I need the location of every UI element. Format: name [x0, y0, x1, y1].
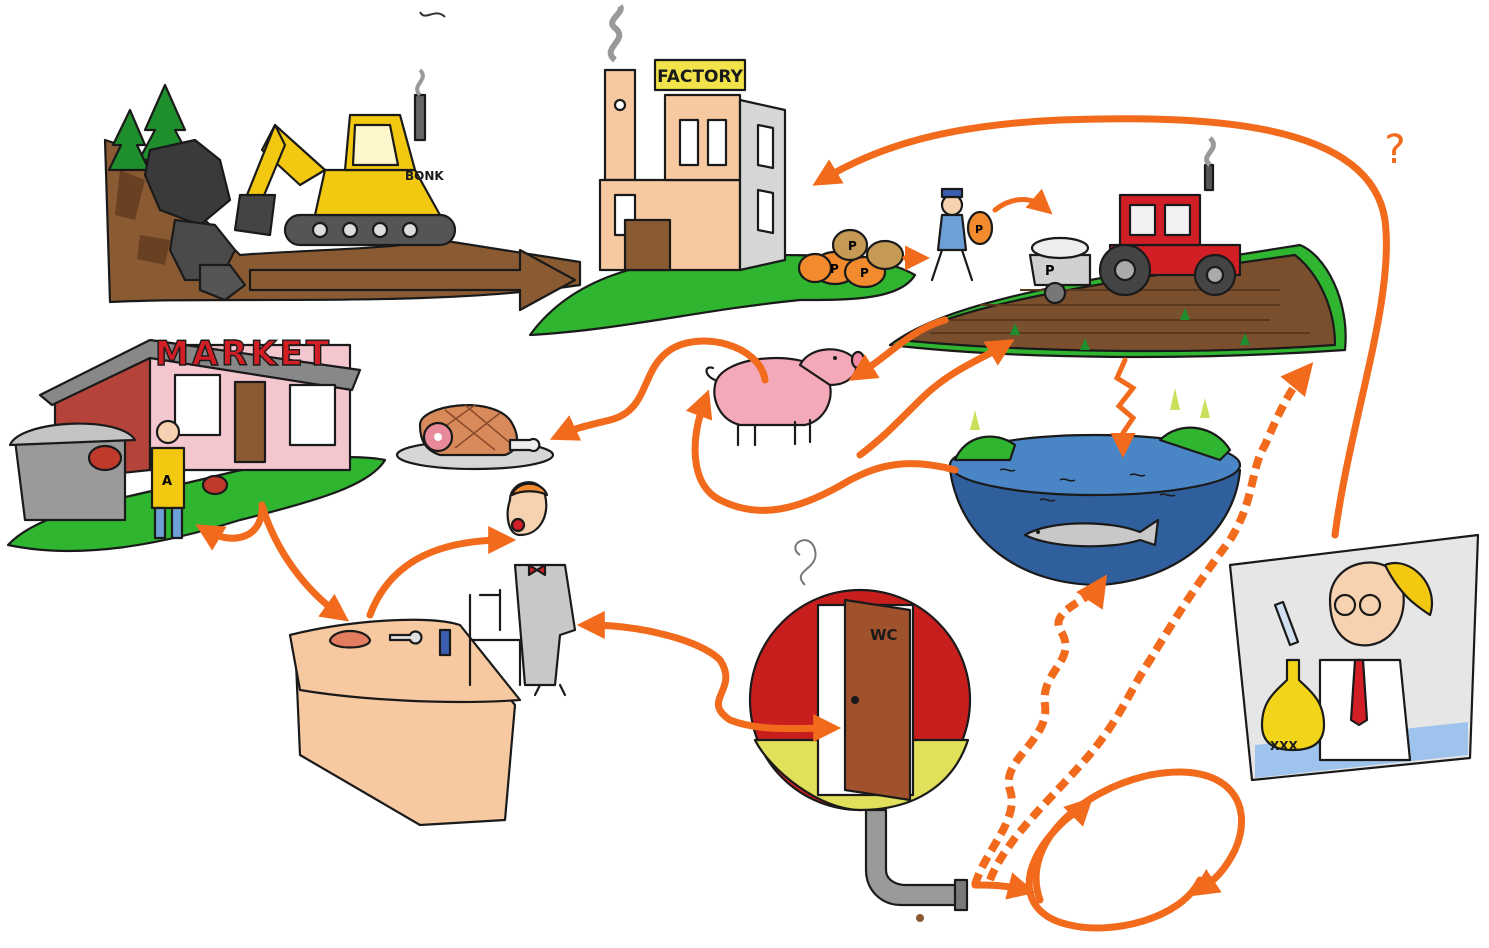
dumpster-icon	[10, 424, 135, 520]
factory-sign-label: FACTORY	[657, 67, 744, 87]
market-sign-label: MARKET	[155, 334, 332, 374]
excavator-icon: BONK	[235, 70, 455, 245]
drain-pipe-icon	[866, 810, 967, 922]
bag-letter: P	[975, 223, 983, 236]
scientist-icon: XXX	[1230, 535, 1478, 780]
flask-label: XXX	[1270, 739, 1299, 753]
lake-icon	[950, 388, 1240, 585]
farm-scene: P P	[890, 138, 1346, 357]
tractor-icon: P	[1030, 138, 1240, 303]
bag-letter: P	[848, 239, 857, 253]
pipe-to-lake-arrow	[975, 585, 1100, 885]
toilet-door-icon: WC	[750, 540, 970, 810]
factory-scene: FACTORY P P P	[530, 6, 920, 335]
table-to-man-arrow	[370, 540, 505, 615]
pig-icon	[707, 349, 865, 445]
farmer-icon: P	[932, 189, 992, 280]
mine-scene: BONK	[105, 12, 580, 310]
tank-letter: P	[1045, 264, 1055, 279]
farmer-to-tractor-arrow	[995, 200, 1045, 210]
dinner-table-icon	[290, 590, 520, 825]
wc-sign-label: WC	[870, 626, 898, 644]
cycle-lower-arrow	[1029, 805, 1200, 928]
tree-icon	[109, 110, 149, 170]
bag-letter: P	[830, 262, 839, 276]
bag-letter: P	[860, 266, 869, 280]
excavator-label: BONK	[405, 169, 444, 183]
factory-icon: FACTORY	[600, 6, 785, 270]
man-icon	[508, 482, 575, 695]
apron-letter: A	[162, 474, 172, 489]
market-to-table-arrow	[262, 505, 340, 615]
market-scene: MARKET A	[8, 334, 385, 551]
pipe-to-cycle-arrow	[975, 885, 1025, 890]
ham-icon	[397, 405, 553, 469]
question-mark-label: ?	[1384, 127, 1405, 173]
cycle-upper-arrow	[1036, 772, 1241, 900]
